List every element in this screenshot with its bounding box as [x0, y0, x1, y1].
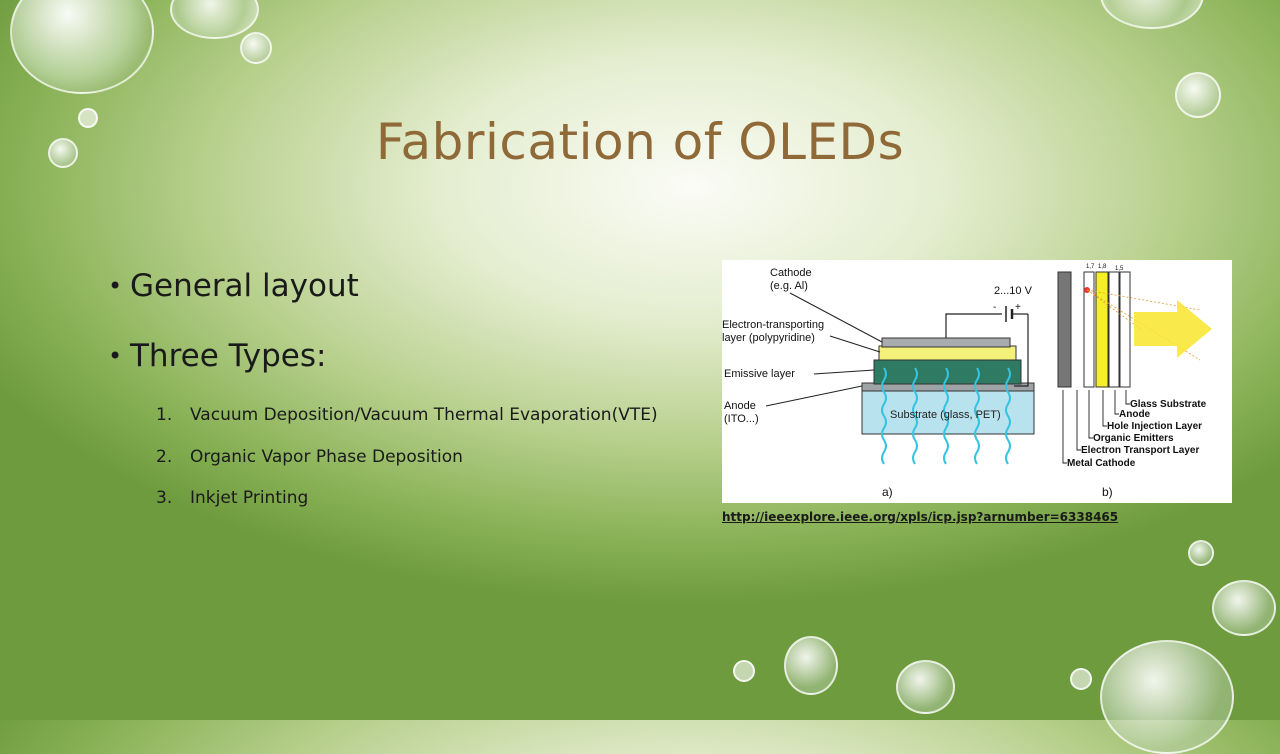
- water-drop-decoration: [1100, 640, 1234, 754]
- cathode-label: Cathode: [770, 267, 812, 279]
- item-number: 2.: [156, 447, 173, 467]
- circuit-wire: [1014, 314, 1029, 387]
- panel-a-label: a): [882, 485, 893, 499]
- legend-item: Hole Injection Layer: [1107, 421, 1202, 432]
- item-text: Inkjet Printing: [190, 488, 309, 508]
- bullet-text: General layout: [130, 268, 359, 304]
- water-drop-decoration: [784, 636, 838, 695]
- legend-item: Metal Cathode: [1067, 458, 1136, 469]
- ray-paths: [1086, 289, 1201, 361]
- light-emission-arrows: [881, 367, 1011, 465]
- plus-label: +: [1015, 302, 1021, 313]
- layer-index-label: 1,5: [1115, 266, 1124, 272]
- electron-transport-layer: [878, 345, 1017, 361]
- water-drop-decoration: [78, 108, 98, 128]
- anode-bar: [1119, 271, 1131, 388]
- water-drop-decoration: [896, 660, 955, 714]
- etl-label: Electron-transporting: [722, 319, 824, 331]
- water-drop-decoration: [733, 660, 755, 682]
- numbered-list-item: 3. Inkjet Printing: [156, 488, 308, 508]
- water-drop-decoration: [10, 0, 154, 94]
- cathode-layer: [881, 337, 1011, 348]
- source-link[interactable]: http://ieeexplore.ieee.org/xpls/icp.jsp?…: [722, 510, 1119, 524]
- layer-index-label: 1,8: [1098, 264, 1107, 270]
- bullet-dot-icon: •: [108, 272, 123, 300]
- substrate-label: Substrate (glass, PET): [890, 409, 1001, 421]
- item-number: 3.: [156, 488, 173, 508]
- water-drop-decoration: [170, 0, 259, 39]
- oled-diagram: 2...10 V - + Substrate (glass, PET) Cath…: [722, 264, 1212, 499]
- anode-label: (ITO...): [724, 413, 759, 425]
- bullet-item: •General layout: [108, 263, 359, 309]
- label-leader-lines: [765, 292, 883, 407]
- bullet-text: Three Types:: [130, 338, 327, 374]
- item-number: 1.: [156, 405, 173, 425]
- light-output-arrow-icon: [1134, 300, 1212, 358]
- water-drop-decoration: [240, 32, 272, 64]
- legend-item: Electron Transport Layer: [1081, 445, 1199, 456]
- circuit-wire: [945, 313, 1002, 338]
- legend-leader-lines: [1062, 390, 1130, 464]
- water-drop-decoration: [1188, 540, 1214, 566]
- legend-item: Organic Emitters: [1093, 433, 1174, 444]
- hil-bar: [1108, 271, 1120, 388]
- etl-bar: [1083, 271, 1095, 388]
- bullet-item: •Three Types:: [108, 333, 326, 379]
- slide: Fabrication of OLEDs •General layout •Th…: [10, 0, 1276, 754]
- water-drop-decoration: [1212, 580, 1276, 636]
- water-drop-decoration: [48, 138, 78, 168]
- numbered-list-item: 2. Organic Vapor Phase Deposition: [156, 447, 463, 467]
- numbered-list-item: 1. Vacuum Deposition/Vacuum Thermal Evapo…: [156, 405, 658, 425]
- oled-structure-figure: 2...10 V - + Substrate (glass, PET) Cath…: [722, 260, 1232, 503]
- legend-item: Anode: [1119, 409, 1151, 420]
- slide-title: Fabrication of OLEDs: [375, 113, 905, 171]
- etl-label: layer (polypyridine): [722, 332, 815, 344]
- panel-b-label: b): [1102, 485, 1113, 499]
- light-ray: [912, 367, 918, 465]
- light-ray: [974, 367, 980, 465]
- light-ray: [1005, 367, 1011, 465]
- layer-index-label: 1,7: [1086, 264, 1095, 270]
- organic-emitters-bar: [1095, 271, 1109, 388]
- item-text: Vacuum Deposition/Vacuum Thermal Evapora…: [190, 405, 658, 425]
- water-drop-decoration: [1175, 72, 1221, 118]
- water-drop-decoration: [1100, 0, 1204, 29]
- light-ray: [881, 367, 887, 465]
- metal-cathode-bar: [1057, 271, 1072, 388]
- minus-label: -: [993, 302, 996, 313]
- anode-label: Anode: [724, 400, 756, 412]
- item-text: Organic Vapor Phase Deposition: [190, 447, 463, 467]
- water-drop-decoration: [1070, 668, 1092, 690]
- emissive-label: Emissive layer: [724, 368, 795, 380]
- cathode-label: (e.g. Al): [770, 280, 808, 292]
- legend-item: Glass Substrate: [1130, 399, 1207, 410]
- voltage-label: 2...10 V: [994, 285, 1033, 297]
- light-ray: [943, 367, 949, 465]
- bullet-dot-icon: •: [108, 342, 123, 370]
